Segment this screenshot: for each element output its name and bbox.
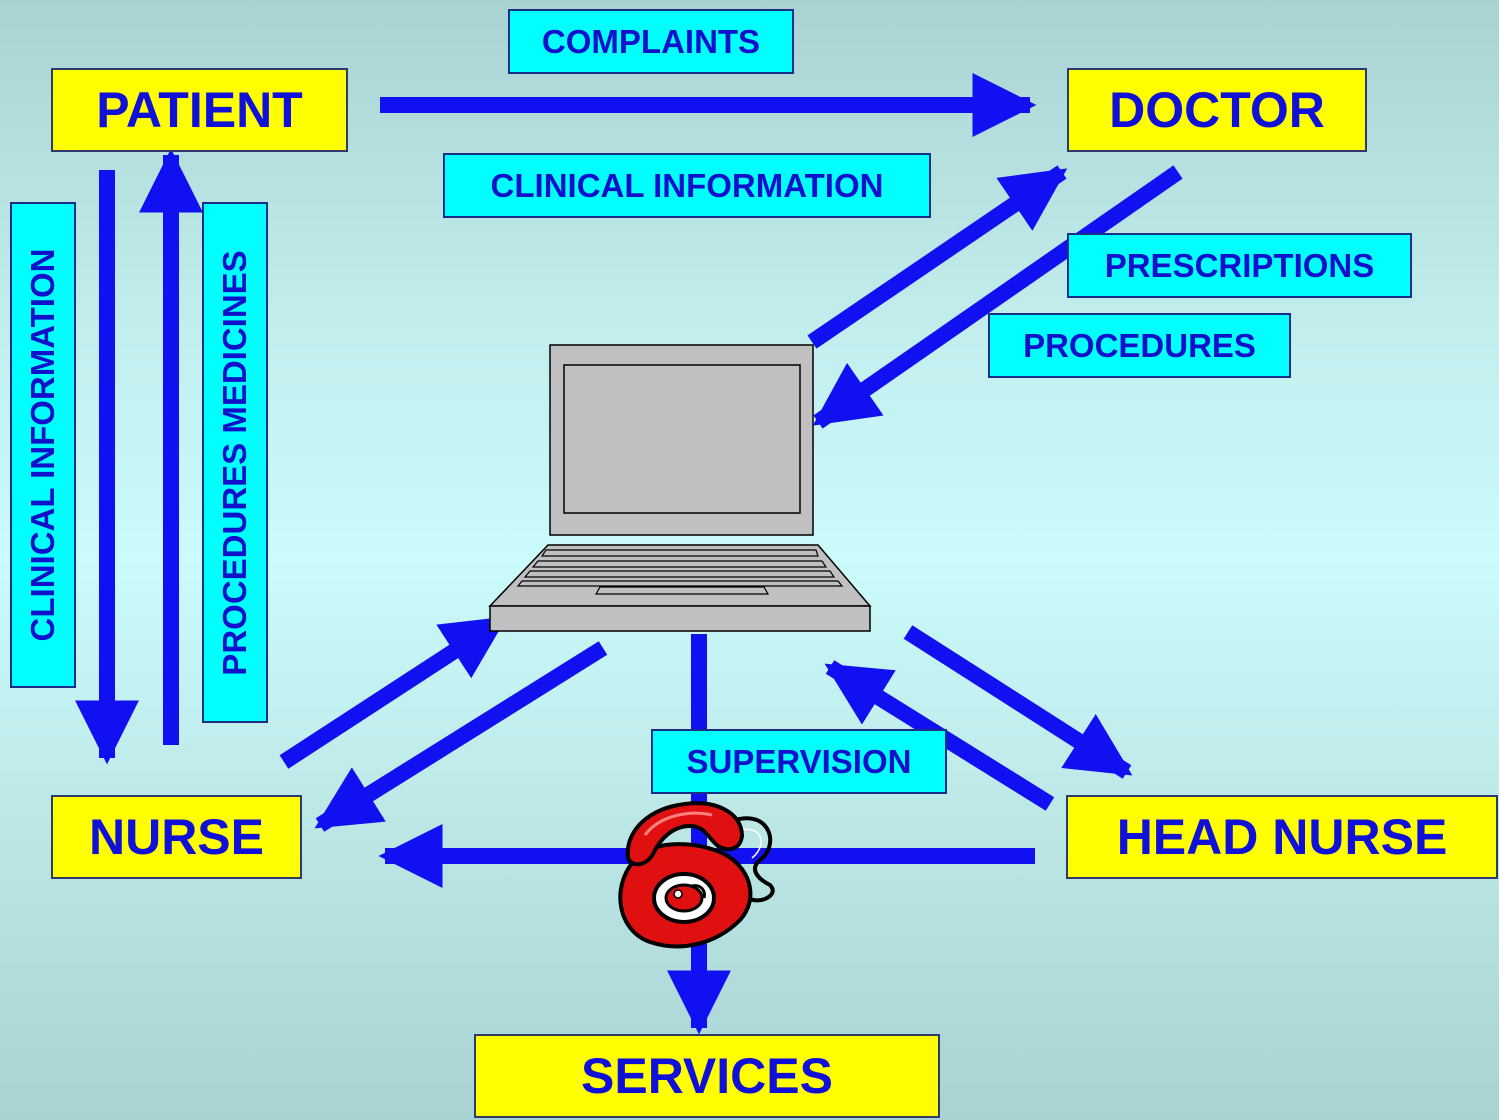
node-head-nurse: HEAD NURSE <box>1066 795 1498 879</box>
arrow-doctor-to-computer <box>812 165 1183 429</box>
arrow-computer-to-doctor <box>807 165 1068 349</box>
arrow-nurse-to-computer <box>279 613 508 769</box>
node-nurse: NURSE <box>51 795 302 879</box>
arrow-computer-to-head-nurse <box>903 625 1133 779</box>
label-complaints: COMPLAINTS <box>508 9 794 74</box>
node-patient: PATIENT <box>51 68 348 152</box>
label-supervision: SUPERVISION <box>651 729 947 794</box>
label-procedures-medicines: PROCEDURES MEDICINES <box>202 202 268 723</box>
label-clinical-information-top: CLINICAL INFORMATION <box>443 153 931 218</box>
node-doctor: DOCTOR <box>1067 68 1367 152</box>
arrow-computer-to-nurse <box>314 641 608 832</box>
label-clinical-information-side: CLINICAL INFORMATION <box>10 202 76 688</box>
label-prescriptions: PRESCRIPTIONS <box>1067 233 1412 298</box>
node-services: SERVICES <box>474 1034 940 1118</box>
label-procedures: PROCEDURES <box>988 313 1291 378</box>
